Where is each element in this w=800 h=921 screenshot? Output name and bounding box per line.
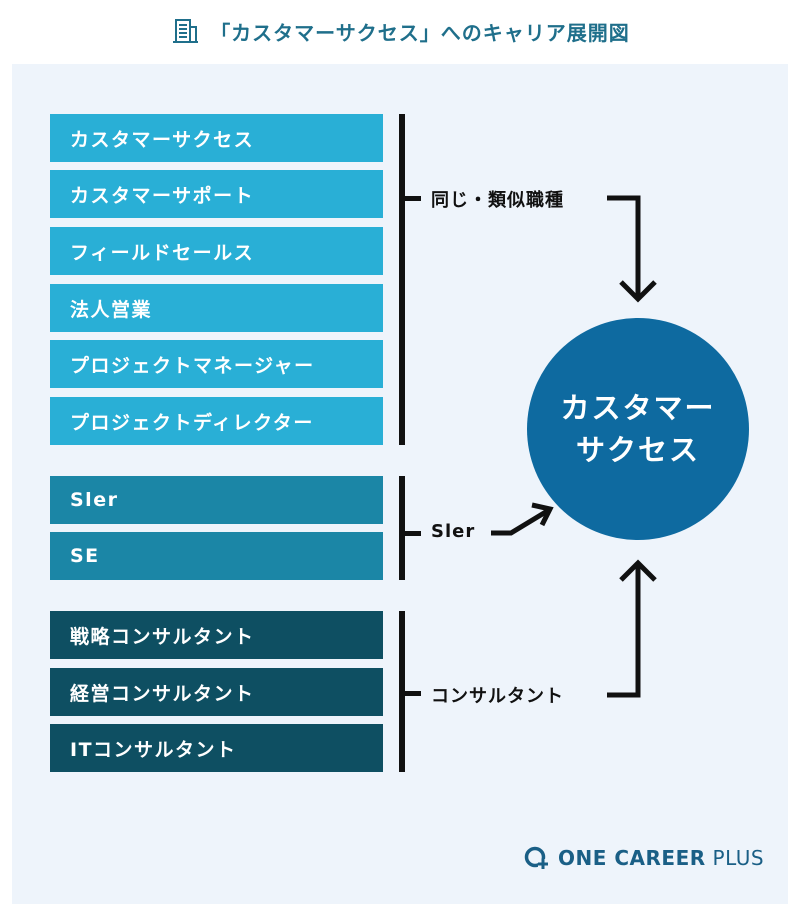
target-circle: カスタマー サクセス [527,318,749,540]
bracket-tick [399,691,421,696]
job-box: プロジェクトディレクター [50,397,383,445]
job-box: カスタマーサクセス [50,114,383,162]
building-icon [173,19,199,43]
job-box: 戦略コンサルタント [50,611,383,659]
job-box: 法人営業 [50,284,383,332]
bracket-tick [399,196,421,201]
job-box: Sler [50,476,383,524]
brand-logo: ONE CAREER PLUS [524,845,764,871]
group-label-consultant: コンサルタント [431,686,564,707]
job-box: SE [50,532,383,580]
logo-brand: ONE CAREER [558,846,706,870]
group-label-sler: Sler [431,521,476,542]
logo-suffix: PLUS [712,846,765,870]
target-label-line2: サクセス [575,433,700,467]
job-box: フィールドセールス [50,227,383,275]
group-label-similar: 同じ・類似職種 [431,190,564,211]
job-box: プロジェクトマネージャー [50,340,383,388]
job-box: カスタマーサポート [50,170,383,218]
target-label-line1: カスタマー [560,391,716,425]
bracket-tick [399,531,421,536]
job-box: ITコンサルタント [50,724,383,772]
header: 「カスタマーサクセス」へのキャリア展開図 [0,0,800,62]
page-title: 「カスタマーサクセス」へのキャリア展開図 [210,20,630,45]
one-career-logo-icon [524,846,548,869]
job-box: 経営コンサルタント [50,668,383,716]
group-bracket [399,114,405,445]
group-bracket [399,476,405,580]
